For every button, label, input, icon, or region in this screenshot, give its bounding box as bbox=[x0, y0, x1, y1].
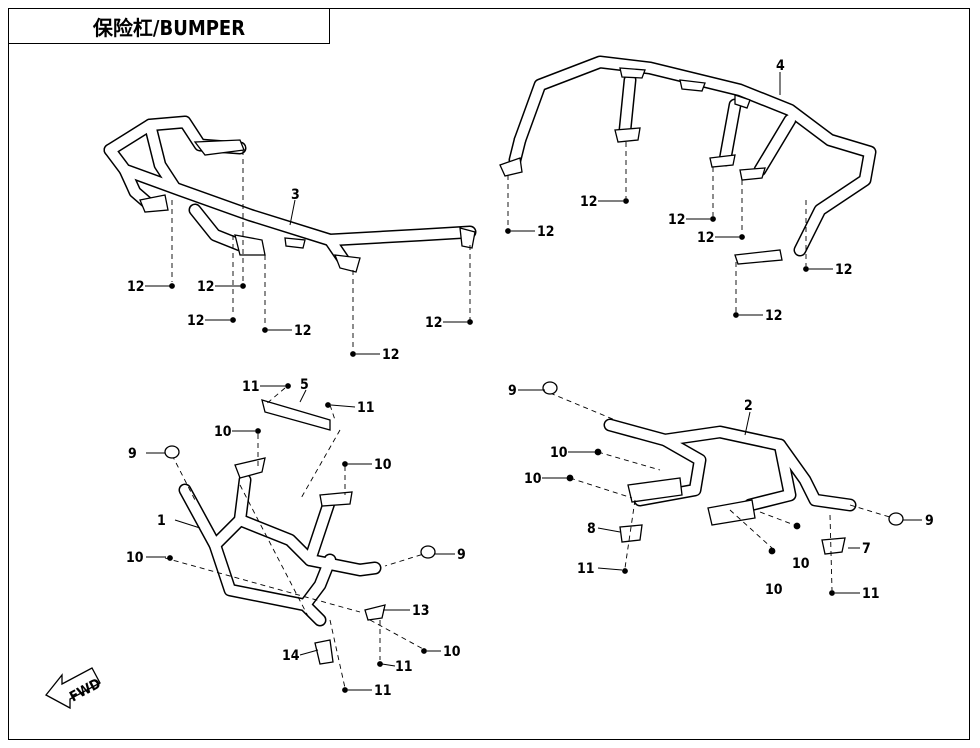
rear-lower-bumper bbox=[603, 418, 857, 555]
callout-12-e: 12 bbox=[382, 347, 400, 363]
callout-11-e: 11 bbox=[577, 561, 595, 577]
leader-lines bbox=[145, 72, 922, 691]
callout-2: 2 bbox=[744, 398, 753, 414]
callout-12-k: 12 bbox=[835, 262, 853, 278]
callout-12-b: 12 bbox=[197, 279, 215, 295]
callout-5: 5 bbox=[300, 377, 309, 393]
callout-11-c: 11 bbox=[395, 659, 413, 675]
callout-12-a: 12 bbox=[127, 279, 145, 295]
callout-10-d: 10 bbox=[443, 644, 461, 660]
callouts: 3 4 12 12 12 12 12 12 12 12 12 12 12 12 … bbox=[126, 58, 934, 699]
callout-12-h: 12 bbox=[580, 194, 598, 210]
callout-12-i: 12 bbox=[668, 212, 686, 228]
callout-10-g: 10 bbox=[792, 556, 810, 572]
title-box: 保险杠/BUMPER bbox=[8, 8, 330, 44]
callout-13: 13 bbox=[412, 603, 430, 619]
front-lower-bumper bbox=[178, 399, 386, 665]
callout-11-d: 11 bbox=[374, 683, 392, 699]
callout-11-f: 11 bbox=[862, 586, 880, 602]
fasteners bbox=[164, 198, 904, 693]
front-upper-guard bbox=[103, 115, 477, 273]
callout-12-c: 12 bbox=[187, 313, 205, 329]
callout-3: 3 bbox=[291, 187, 300, 203]
callout-9-a: 9 bbox=[128, 446, 137, 462]
callout-12-g: 12 bbox=[537, 224, 555, 240]
callout-11-b: 11 bbox=[357, 400, 375, 416]
callout-10-h: 10 bbox=[765, 582, 783, 598]
callout-1: 1 bbox=[157, 513, 166, 529]
callout-9-c: 9 bbox=[508, 383, 517, 399]
callout-7: 7 bbox=[862, 541, 871, 557]
callout-12-f: 12 bbox=[425, 315, 443, 331]
rear-upper-guard bbox=[499, 55, 877, 265]
callout-14: 14 bbox=[282, 648, 300, 664]
callout-12-d: 12 bbox=[294, 323, 312, 339]
callout-11-a: 11 bbox=[242, 379, 260, 395]
fwd-arrow: FWD bbox=[45, 667, 104, 710]
assembly-lines bbox=[164, 142, 894, 689]
callout-12-l: 12 bbox=[765, 308, 783, 324]
page-title: 保险杠/BUMPER bbox=[92, 15, 246, 40]
callout-12-j: 12 bbox=[697, 230, 715, 246]
callout-9-d: 9 bbox=[925, 513, 934, 529]
callout-8: 8 bbox=[587, 521, 596, 537]
callout-4: 4 bbox=[776, 58, 785, 74]
callout-10-f: 10 bbox=[524, 471, 542, 487]
callout-10-c: 10 bbox=[126, 550, 144, 566]
drawing-frame bbox=[8, 8, 970, 740]
callout-10-b: 10 bbox=[374, 457, 392, 473]
callout-10-a: 10 bbox=[214, 424, 232, 440]
callout-10-e: 10 bbox=[550, 445, 568, 461]
callout-9-b: 9 bbox=[457, 547, 466, 563]
